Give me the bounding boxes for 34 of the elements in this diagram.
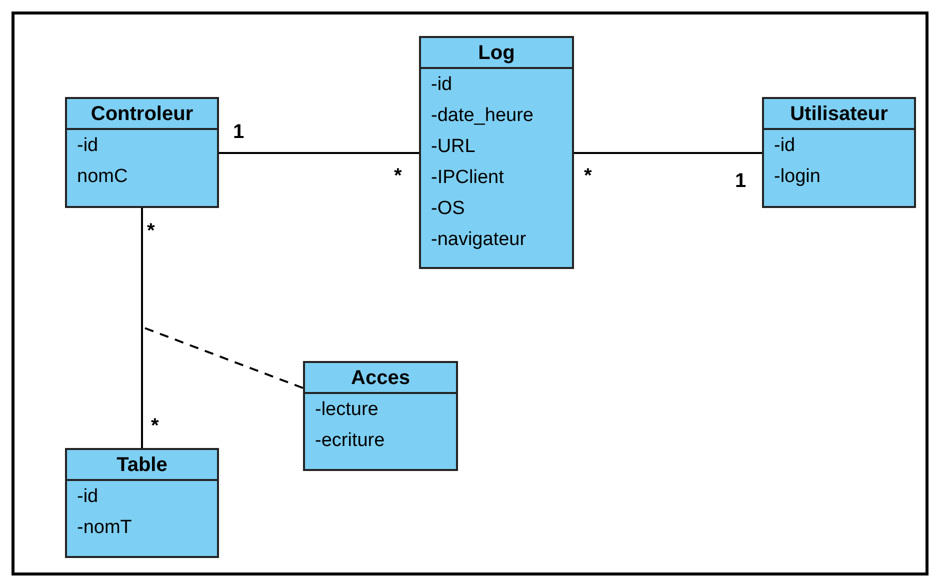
- class-name: Table: [67, 450, 217, 481]
- association-line: [141, 208, 143, 448]
- multiplicity-label: 1: [233, 122, 244, 142]
- multiplicity-label: *: [147, 221, 155, 241]
- class-name: Log: [421, 38, 572, 69]
- attribute-text: -login: [773, 165, 822, 189]
- class-box: [303, 361, 458, 471]
- dashed-connector: [142, 326, 304, 389]
- association-line: [574, 152, 762, 154]
- attribute-text: -URL: [430, 135, 476, 159]
- association-line: [219, 152, 419, 154]
- attribute-text: -id: [76, 485, 100, 509]
- class-box: [65, 97, 219, 208]
- class-name: Utilisateur: [764, 99, 914, 130]
- attribute-text: -ecriture: [314, 429, 386, 453]
- attribute-text: -navigateur: [430, 228, 528, 252]
- attribute-text: nomC: [76, 165, 129, 189]
- attribute-text: -OS: [430, 197, 466, 221]
- attribute-text: -id: [76, 134, 100, 158]
- attribute-text: -lecture: [314, 398, 380, 422]
- multiplicity-label: 1: [735, 171, 746, 191]
- class-box: [419, 36, 574, 269]
- attribute-text: -IPClient: [430, 166, 505, 190]
- attribute-text: -id: [773, 134, 796, 158]
- class-name: Acces: [305, 363, 456, 394]
- attribute-text: -nomT: [76, 516, 133, 540]
- attribute-text: -id: [430, 73, 454, 97]
- multiplicity-label: *: [151, 416, 159, 436]
- class-box: [65, 448, 219, 558]
- multiplicity-label: *: [584, 166, 592, 186]
- class-box: [762, 97, 916, 208]
- multiplicity-label: *: [394, 166, 402, 186]
- class-name: Controleur: [67, 99, 217, 130]
- attribute-text: -date_heure: [430, 104, 534, 128]
